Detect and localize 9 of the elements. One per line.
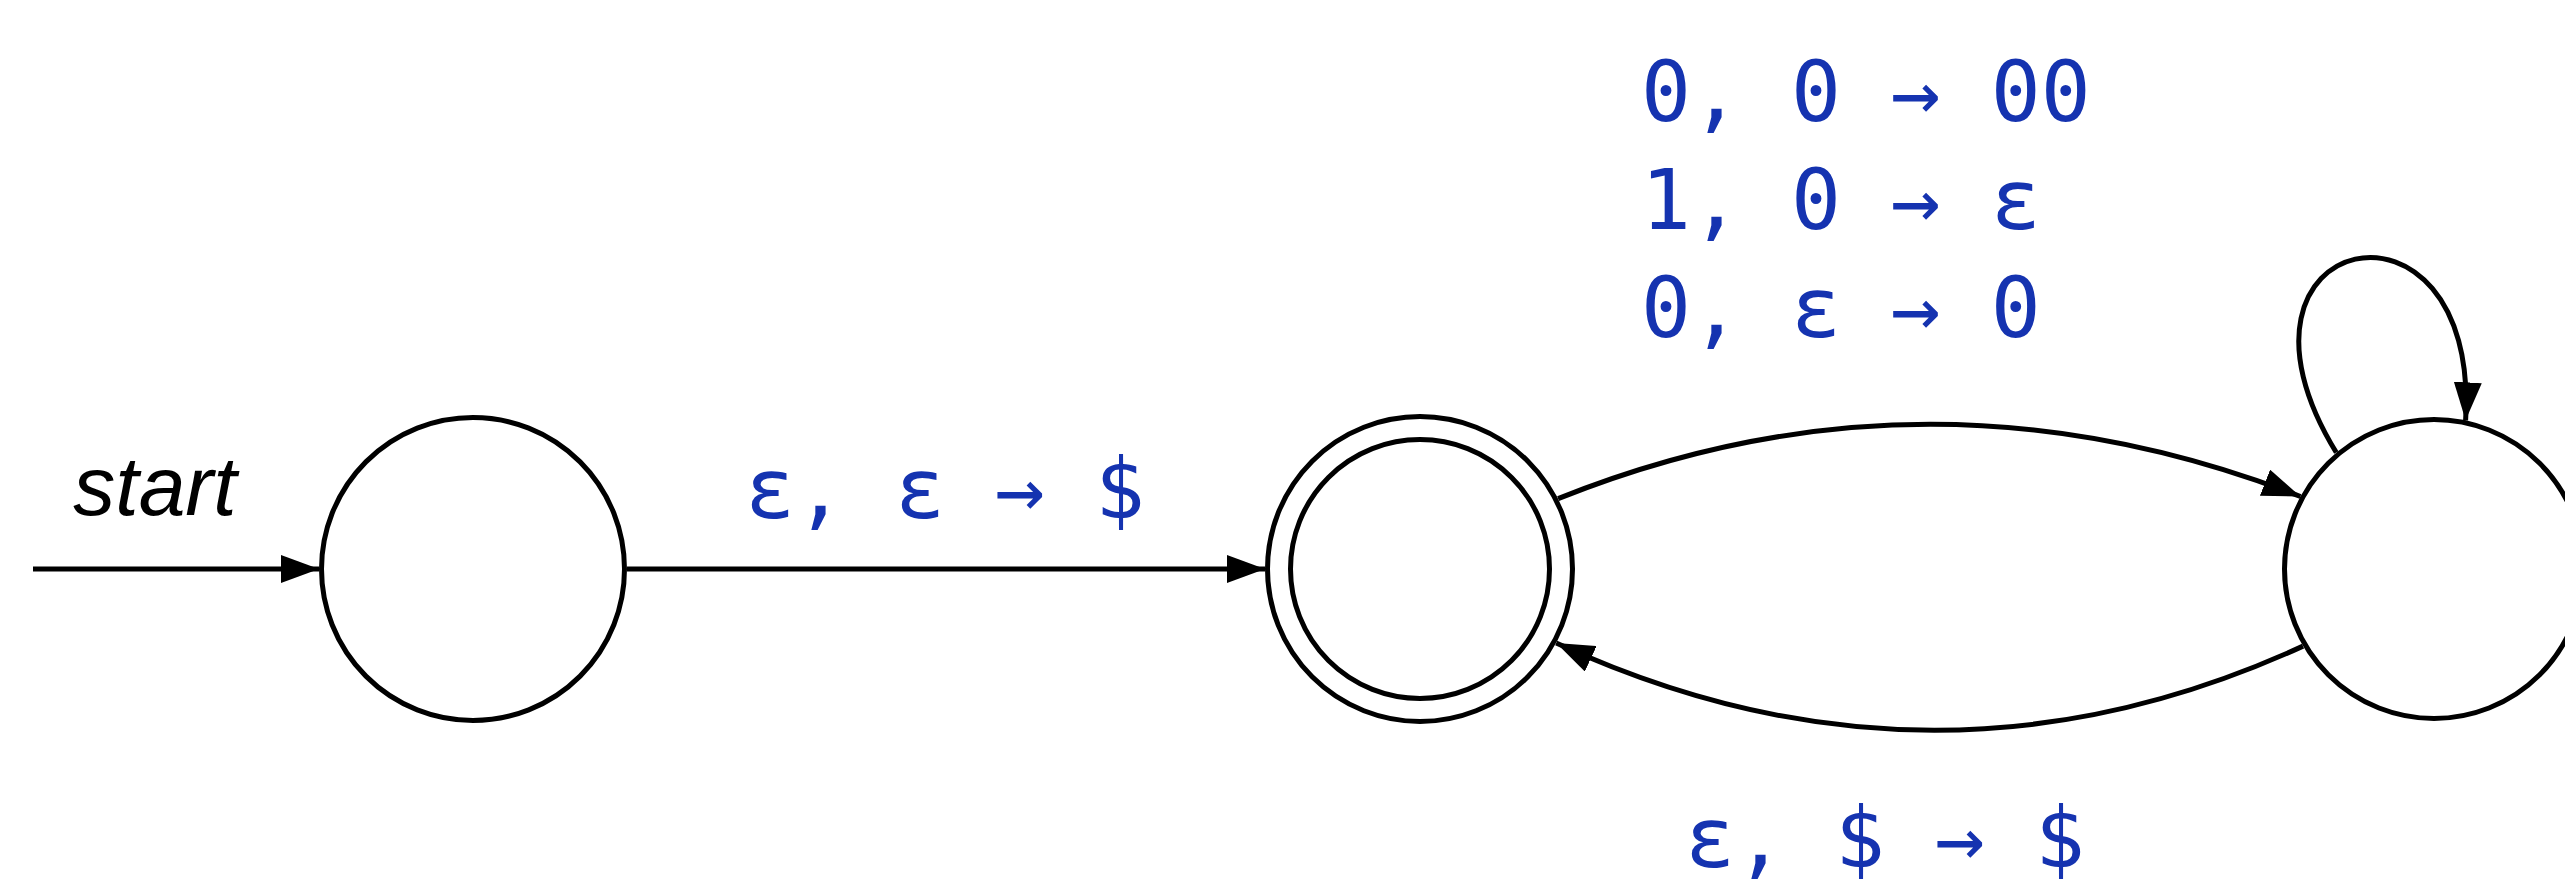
transition-arrow — [1555, 640, 2304, 733]
edge-label: 0, 0 → 00 1, 0 → ε 0, ε → 0 — [1641, 43, 2092, 359]
edge-label: start — [30, 440, 280, 533]
edge-label: ε, ε → $ — [744, 448, 1146, 531]
edge-label: ε, $ → $ — [1684, 797, 2086, 880]
transition-arrow — [33, 555, 319, 583]
transition-arrow — [2297, 255, 2479, 454]
transition-arrow — [1557, 421, 2302, 501]
transition-arrow — [627, 555, 1265, 583]
